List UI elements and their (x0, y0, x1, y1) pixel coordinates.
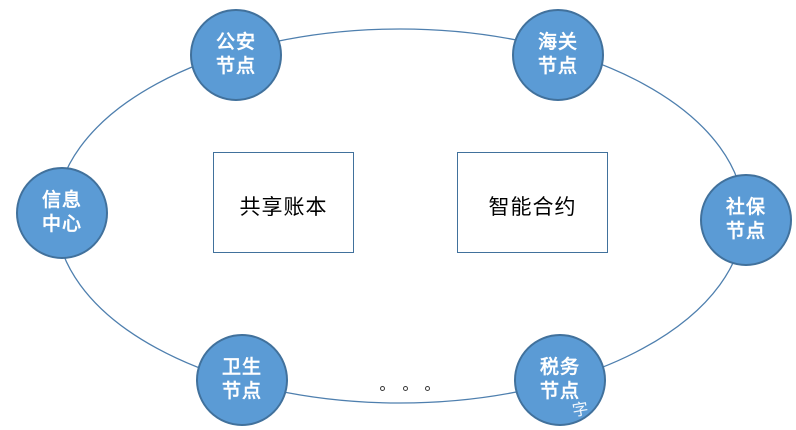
node-tax: 税务 节点 (514, 334, 606, 426)
ellipsis-dots (380, 384, 430, 392)
node-info-center-label: 信息 中心 (41, 190, 82, 235)
ellipsis-dot (380, 385, 385, 391)
ellipsis-dot (425, 385, 430, 391)
node-info-center: 信息 中心 (16, 167, 108, 259)
node-tax-label: 税务 节点 (539, 357, 580, 402)
box-shared-ledger-label: 共享账本 (239, 194, 328, 219)
network-ring-ellipse (55, 28, 745, 404)
node-customs: 海关 节点 (512, 9, 604, 101)
node-public-security: 公安 节点 (190, 9, 282, 101)
ellipsis-dot (402, 385, 408, 391)
node-health: 卫生 节点 (196, 334, 288, 426)
node-customs-label: 海关 节点 (537, 32, 578, 77)
box-smart-contract: 智能合约 (457, 152, 608, 253)
box-smart-contract-label: 智能合约 (488, 194, 577, 219)
box-shared-ledger: 共享账本 (213, 152, 354, 253)
node-public-security-label: 公安 节点 (215, 32, 256, 77)
node-social-security-label: 社保 节点 (725, 197, 766, 242)
node-social-security: 社保 节点 (700, 174, 792, 266)
node-health-label: 卫生 节点 (221, 357, 262, 402)
